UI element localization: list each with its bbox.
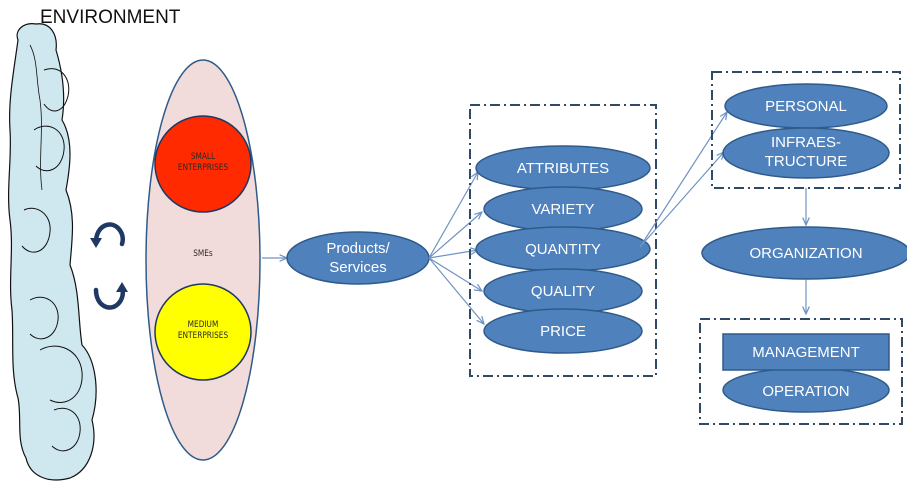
- management-group-border: [699, 318, 903, 425]
- management-box: [722, 333, 890, 371]
- attribute-label-price: PRICE: [540, 323, 586, 340]
- environment-shape: [8, 23, 97, 481]
- small-enterprises-circle: [154, 115, 252, 213]
- arrows-products-to-attributes: [428, 172, 484, 324]
- environment-title: ENVIRONMENT: [40, 7, 181, 28]
- organization-label: ORGANIZATION: [749, 245, 863, 262]
- cycle-arrow-bottom-icon: [93, 282, 128, 310]
- attribute-label-quality: QUALITY: [530, 283, 596, 300]
- arrows-to-resources: [639, 112, 727, 248]
- attribute-label-quantity: QUANTITY: [525, 241, 601, 258]
- attributes-group-border: [469, 104, 657, 377]
- medium-enterprises-label: MEDIUM ENTERPRISES: [177, 320, 229, 341]
- attribute-pill-price: [483, 308, 643, 354]
- organization-ellipse: [701, 226, 907, 280]
- attribute-label-variety: VARIETY: [531, 201, 595, 218]
- products-services-label: Products/ Services: [326, 240, 390, 276]
- resource-pill-infrastructure: [722, 127, 890, 179]
- operation-label: OPERATION: [762, 383, 850, 400]
- attribute-label-attributes: ATTRIBUTES: [516, 160, 610, 177]
- resource-label-personal: PERSONAL: [765, 98, 847, 115]
- management-label: MANAGEMENT: [752, 344, 860, 361]
- medium-enterprises-circle: [154, 283, 252, 381]
- resource-label-infrastructure: INFRAES- TRUCTURE: [764, 134, 848, 170]
- small-enterprises-label: SMALL ENTERPRISES: [177, 152, 229, 173]
- cycle-arrow-top-icon: [90, 222, 126, 248]
- resources-group-border: [711, 71, 901, 189]
- smes-center-label: SMEs: [193, 249, 213, 259]
